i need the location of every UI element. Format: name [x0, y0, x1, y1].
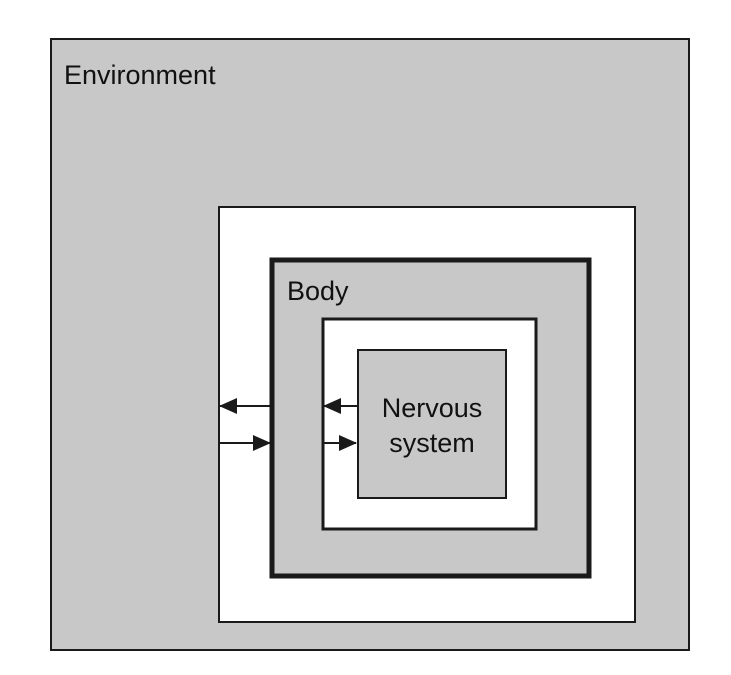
nervous-system-label-line1: Nervous: [382, 393, 483, 423]
body-label: Body: [287, 276, 349, 306]
environment-label: Environment: [64, 60, 216, 90]
nervous-system-label-line2: system: [389, 428, 475, 458]
nervous-system-box: [357, 349, 507, 499]
